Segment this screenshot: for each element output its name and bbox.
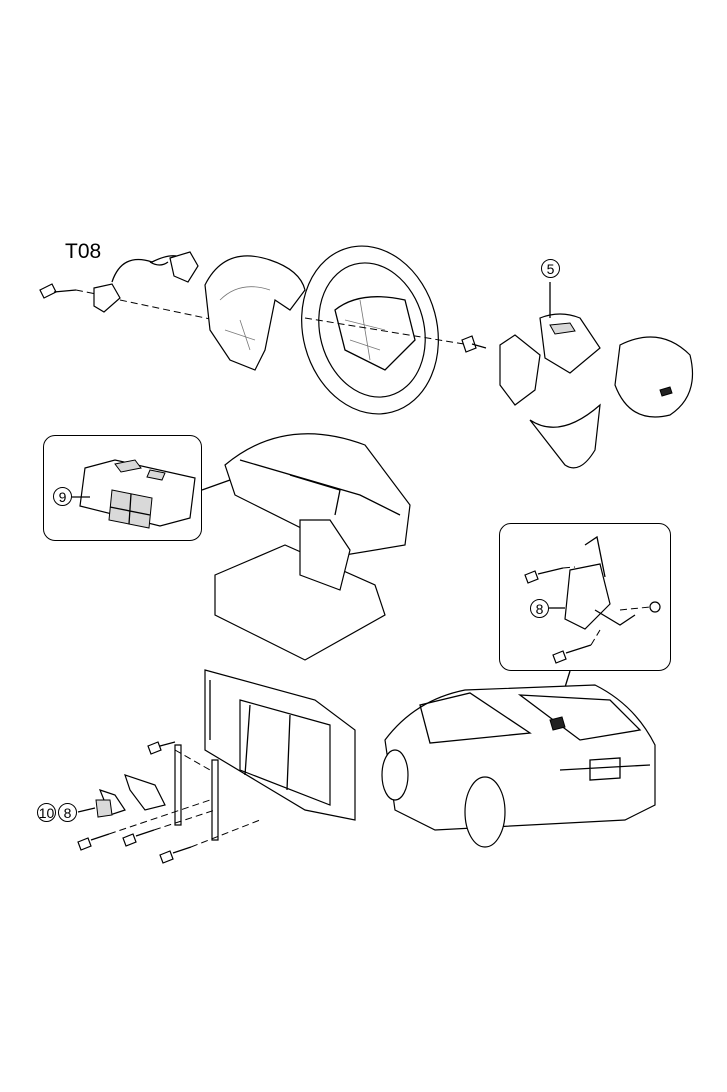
rear-module-inset bbox=[499, 523, 671, 671]
wheel-bolt bbox=[461, 335, 487, 353]
vehicle bbox=[381, 684, 656, 848]
diagram-code: T08 bbox=[65, 240, 102, 263]
steering-switch bbox=[499, 282, 694, 469]
callout-front-sensor-8: 8 bbox=[58, 803, 77, 822]
dashboard bbox=[201, 433, 411, 661]
radiator-support bbox=[204, 669, 356, 821]
column-cover bbox=[204, 255, 306, 371]
callout-dash-switch: 9 bbox=[53, 487, 72, 506]
rear-module bbox=[524, 535, 661, 664]
callout-front-sensor-10: 10 bbox=[37, 803, 56, 822]
dash-switch-inset bbox=[43, 435, 202, 541]
steering-wheel bbox=[301, 245, 471, 415]
callout-rear-module: 8 bbox=[530, 599, 549, 618]
callout-steering-switch: 5 bbox=[541, 259, 560, 278]
front-sensors bbox=[77, 741, 261, 864]
dash-switch bbox=[72, 459, 196, 529]
paddle-shifter bbox=[39, 251, 216, 321]
